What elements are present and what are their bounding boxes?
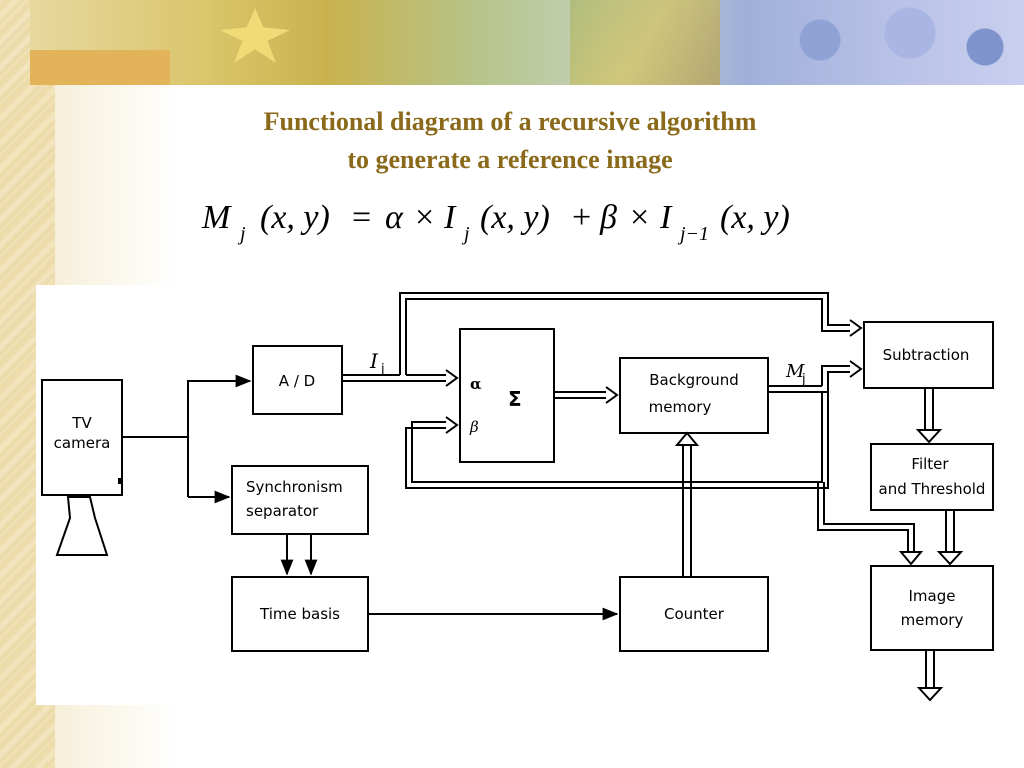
decorative-banner — [30, 0, 1024, 85]
formula-xy-1: (x, y) — [260, 199, 330, 236]
formula-xy-3: (x, y) — [720, 199, 790, 236]
signal-ij-label: I — [369, 349, 379, 373]
subtraction-label: Subtraction — [883, 346, 970, 364]
image-memory-label-2: memory — [901, 611, 964, 629]
slide-title-line-1: Functional diagram of a recursive algori… — [263, 107, 757, 136]
sum-sigma: Σ — [508, 387, 522, 411]
bus-lines — [342, 292, 964, 702]
signal-lines — [122, 374, 619, 621]
background-memory-block: Background memory — [619, 357, 769, 434]
sync-separator-block: Synchronism separator — [231, 465, 369, 535]
sum-alpha: α — [470, 375, 482, 393]
time-basis-block: Time basis — [231, 576, 369, 652]
filter-threshold-block: Filter and Threshold — [870, 443, 994, 511]
subtraction-block: Subtraction — [863, 321, 994, 389]
formula-plus: + — [572, 199, 591, 236]
sum-beta: β — [469, 418, 479, 436]
formula-sub-j-2: j — [461, 223, 470, 245]
image-memory-block: Image memory — [870, 565, 994, 651]
formula: M j (x, y) = α × I j (x, y) + β × I j−1 … — [201, 199, 790, 245]
sync-label-1: Synchronism — [246, 478, 343, 496]
formula-I-1: I — [443, 199, 457, 236]
signal-mj-label: M — [785, 361, 805, 382]
formula-beta: β — [599, 199, 617, 236]
sync-label-2: separator — [246, 502, 319, 520]
ad-label: A / D — [279, 372, 315, 390]
filter-label-2: and Threshold — [879, 480, 986, 498]
tv-camera-label-2: camera — [54, 434, 111, 452]
formula-I-2: I — [659, 199, 673, 236]
formula-times-1: × — [415, 199, 434, 236]
formula-sub-jm1: j−1 — [677, 223, 709, 245]
formula-times-2: × — [630, 199, 649, 236]
time-basis-label: Time basis — [259, 605, 340, 623]
ad-block: A / D — [252, 345, 343, 415]
formula-alpha: α — [385, 199, 404, 236]
image-memory-label-1: Image — [909, 587, 956, 605]
block-diagram: TV camera A / D Synchronism separator Ti… — [36, 285, 1004, 705]
formula-xy-2: (x, y) — [480, 199, 550, 236]
background-memory-label-2: memory — [649, 398, 712, 416]
formula-equals: = — [352, 199, 371, 236]
background-memory-label-1: Background — [649, 371, 739, 389]
tv-camera-block: TV camera — [41, 379, 123, 556]
counter-block: Counter — [619, 576, 769, 652]
formula-M: M — [201, 199, 232, 236]
signal-mj-sub: j — [801, 372, 806, 387]
filter-label-1: Filter — [911, 455, 949, 473]
formula-sub-j-1: j — [237, 223, 246, 245]
counter-label: Counter — [664, 605, 725, 623]
tv-camera-label-1: TV — [71, 414, 92, 432]
signal-ij-sub: j — [380, 362, 385, 377]
slide-title-line-2: to generate a reference image — [347, 145, 673, 174]
summator-block: α Σ β — [459, 328, 555, 463]
